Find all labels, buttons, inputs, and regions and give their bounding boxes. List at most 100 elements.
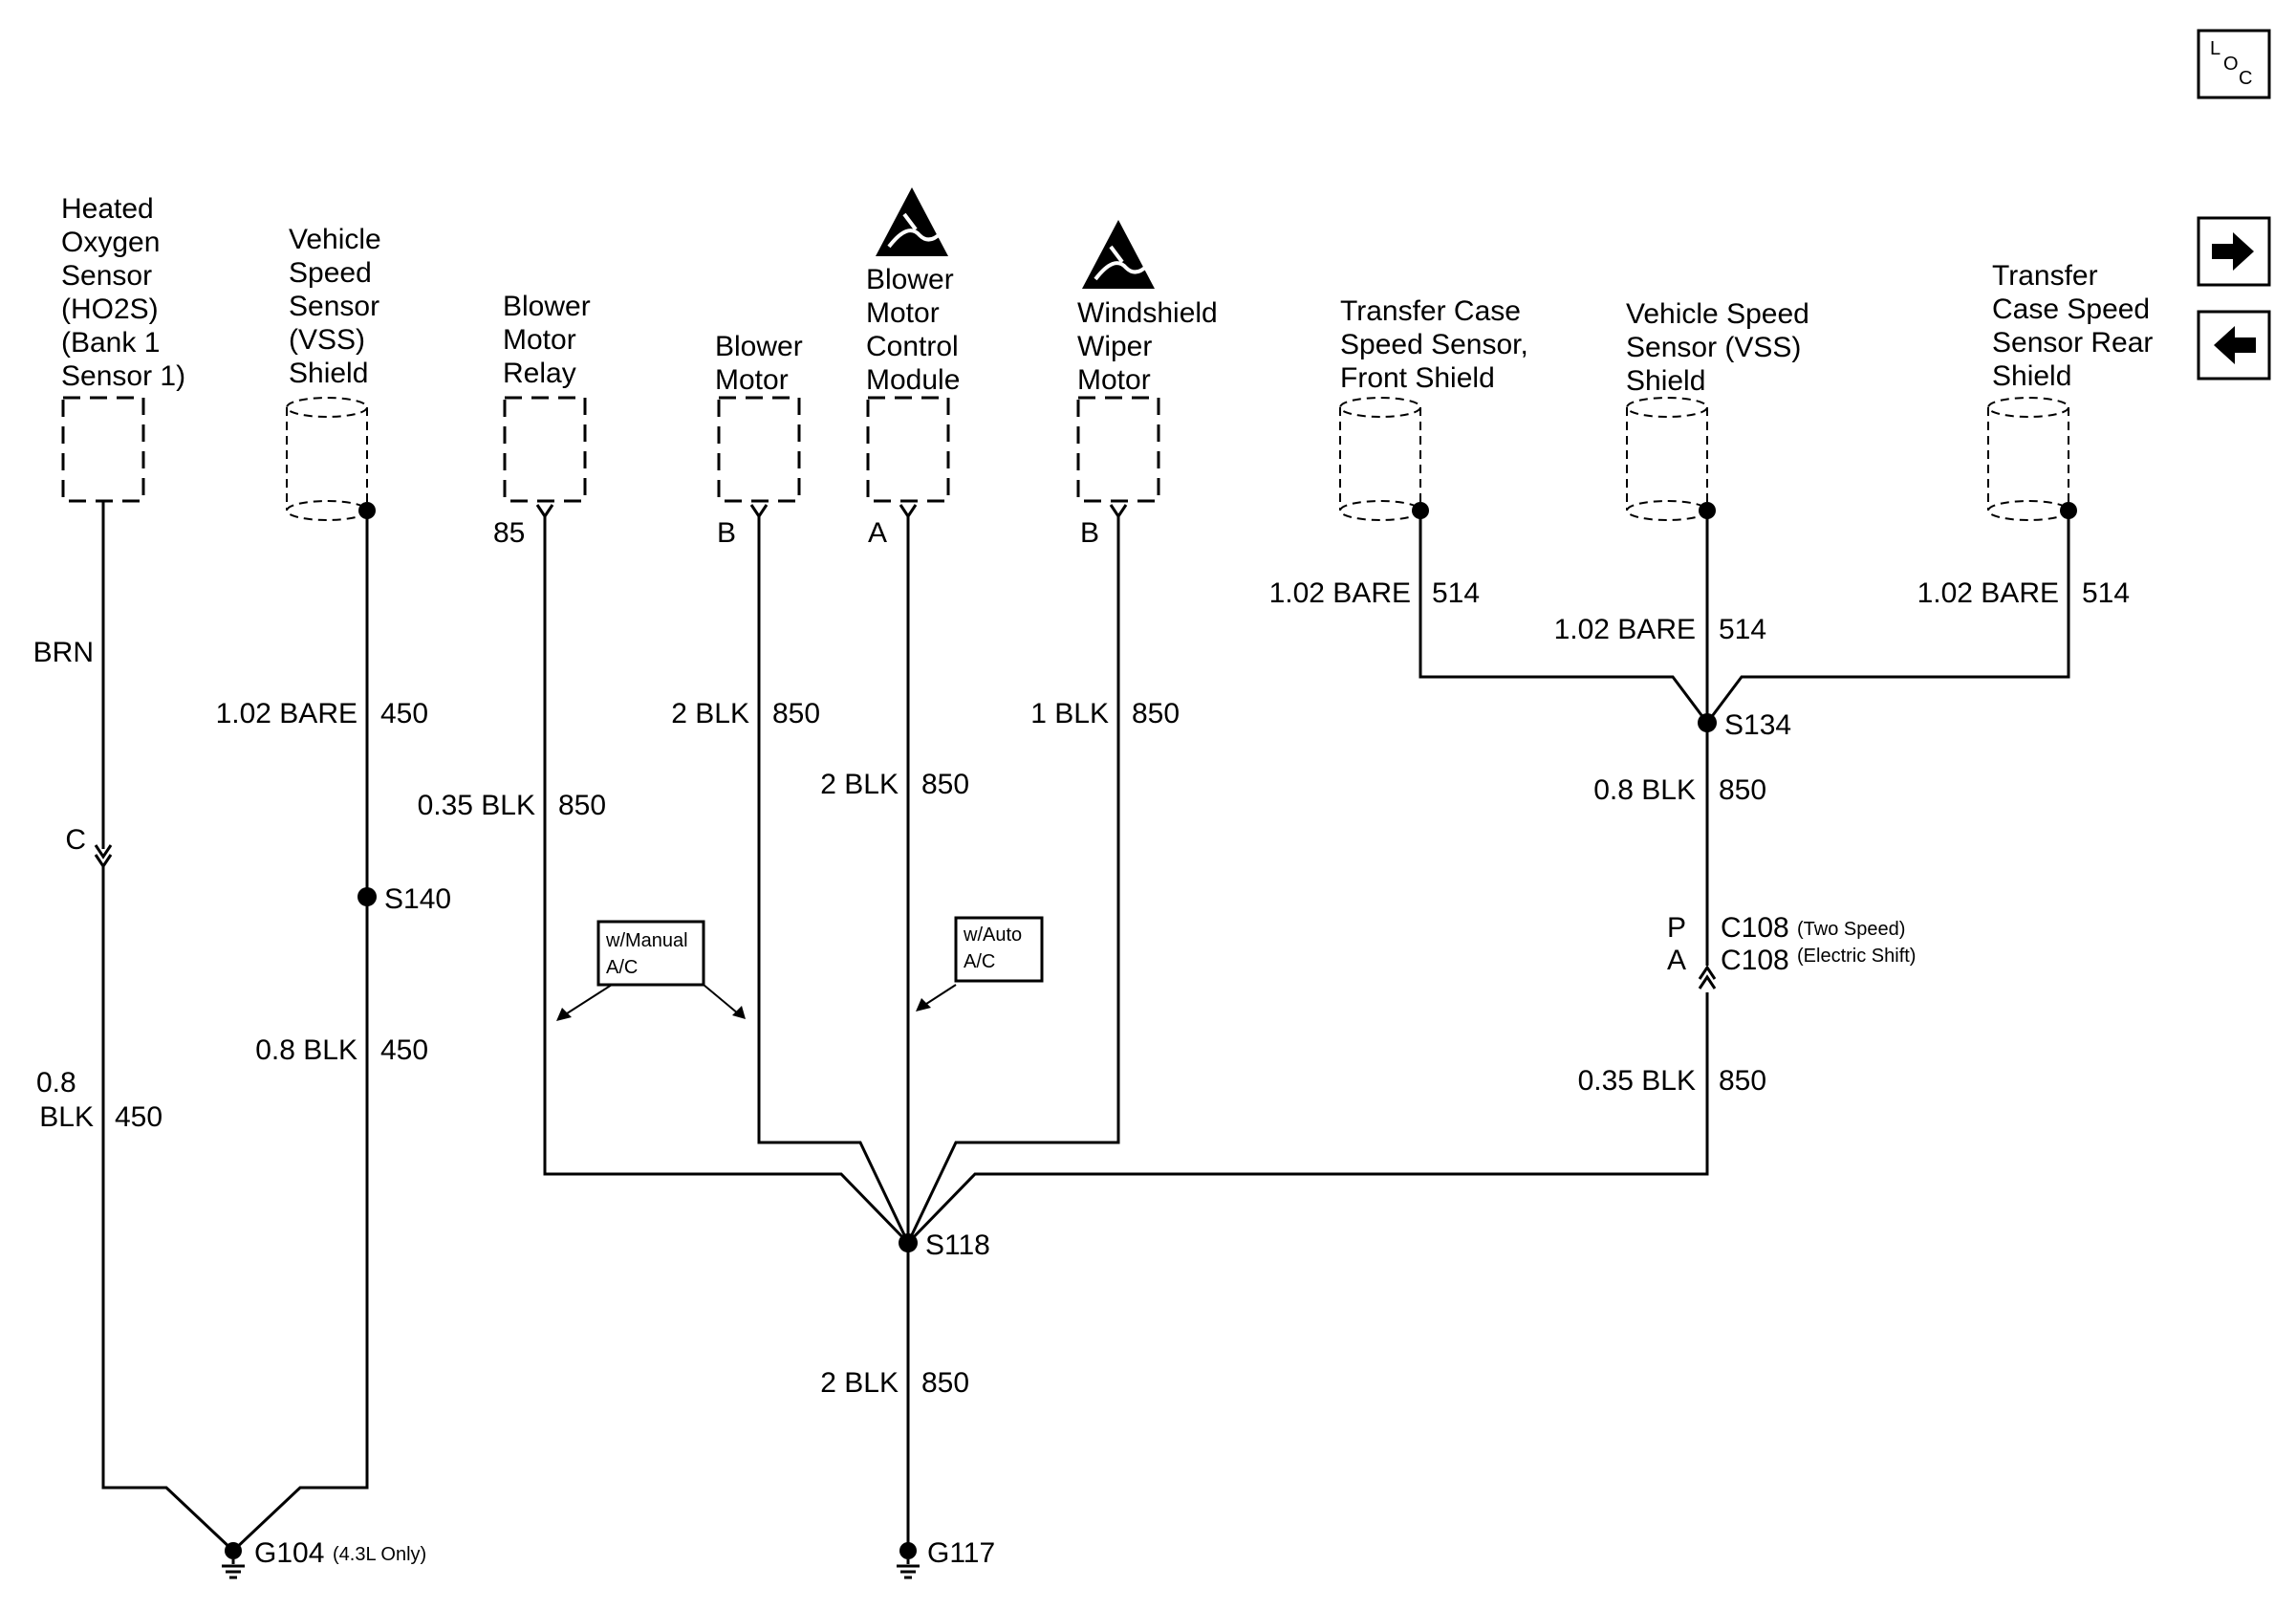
wire-gauge-label: 0.35 BLK [418,790,535,821]
splice-s118-label: S118 [925,1229,990,1261]
splice-s118-dot [899,1233,918,1252]
circuit-number-label: 850 [772,698,820,729]
circuit-number-label: 850 [1719,774,1766,806]
circuit-number-label: 850 [921,1367,969,1399]
blower-motor-component [717,396,801,503]
svg-text:Front Shield: Front Shield [1340,362,1495,394]
splice-s140-label: S140 [384,883,451,915]
wire-tc-rear [1705,511,2070,724]
previous-page-button[interactable] [2197,310,2271,381]
wire-gauge-label: 2 BLK [820,769,899,800]
pin-b-wiper-label: B [1080,517,1099,549]
wiper-motor-label: Windshield Wiper Motor [1077,297,1218,396]
svg-text:Shield: Shield [1992,360,2071,392]
svg-text:Motor: Motor [1077,364,1151,396]
svg-text:Vehicle: Vehicle [289,224,381,255]
wire-gauge-label: 0.8 BLK [255,1034,357,1066]
loc-letter-o: O [2223,54,2239,75]
blower-relay-label: Blower Motor Relay [503,291,591,389]
connector-c108-note: (Electric Shift) [1797,946,1916,967]
next-page-button[interactable] [2197,216,2271,287]
splice-s134-label: S134 [1724,709,1791,741]
wire-gauge-label: 1.02 BARE [216,698,357,729]
wire-vss-left [231,511,369,1553]
svg-text:Sensor: Sensor [61,260,152,292]
wire-c108-to-s118 [906,992,1709,1245]
svg-text:Relay: Relay [503,358,576,389]
svg-text:Heated: Heated [61,193,154,225]
connector-pin-label: A [1667,945,1686,976]
svg-text:Speed Sensor,: Speed Sensor, [1340,329,1528,360]
svg-text:Speed: Speed [289,257,372,289]
splice-s140-dot [357,887,377,906]
manual-ac-callout: w/Manual A/C [556,920,746,1021]
loc-letter-l: L [2210,38,2220,59]
vss-shield-left [286,397,368,521]
svg-text:Sensor Rear: Sensor Rear [1992,327,2153,359]
svg-text:Shield: Shield [289,358,368,389]
ground-g104-label: G104 [254,1537,324,1569]
wire-gauge-label: 1.02 BARE [1917,577,2059,609]
svg-text:Blower: Blower [866,264,954,295]
shield-drain-dot [358,502,376,519]
svg-text:A/C: A/C [964,951,995,972]
wiper-motor-component [1076,396,1160,503]
tc-rear-shield [1987,397,2069,521]
svg-text:(HO2S): (HO2S) [61,294,159,325]
blower-module-label: Blower Motor Control Module [866,264,960,396]
circuit-number-label: 850 [921,769,969,800]
wire-ho2s [94,501,235,1553]
pin-85-label: 85 [493,517,525,549]
esd-warning-icon [1082,220,1155,289]
svg-text:Motor: Motor [503,324,576,356]
svg-text:Sensor: Sensor [289,291,379,322]
wire-gauge-label: 1 BLK [1030,698,1109,729]
tc-front-shield-label: Transfer Case Speed Sensor, Front Shield [1340,295,1528,394]
ho2s-component [61,396,145,503]
circuit-number-label: 450 [115,1101,162,1133]
circuit-number-label: 850 [1719,1065,1766,1097]
svg-text:Motor: Motor [715,364,789,396]
ground-g117-icon [897,1542,920,1579]
ground-g117-label: G117 [927,1537,995,1569]
location-button[interactable]: L O C [2197,29,2271,99]
svg-text:A/C: A/C [606,957,638,978]
svg-text:Blower: Blower [715,331,803,362]
wire-tc-front [1419,511,1709,724]
svg-text:Shield: Shield [1626,365,1705,397]
wire-color-label: BRN [33,637,94,668]
wire-s134-to-c108 [1698,723,1717,990]
wire-gauge-label: 2 BLK [671,698,749,729]
ho2s-label: Heated Oxygen Sensor (HO2S) (Bank 1 Sens… [61,193,185,392]
wire-gauge-label: 2 BLK [820,1367,899,1399]
svg-text:Transfer: Transfer [1992,260,2098,292]
blower-relay-component [503,396,587,503]
svg-text:Oxygen: Oxygen [61,227,160,258]
svg-text:Case Speed: Case Speed [1992,294,2150,325]
svg-text:Module: Module [866,364,960,396]
vss-shield-right-label: Vehicle Speed Sensor (VSS) Shield [1626,298,1809,397]
arrow-left-icon [2214,326,2256,364]
wire-color-label: BLK [39,1101,94,1133]
connector-c108-label: C108 [1721,945,1789,976]
circuit-number-label: 514 [1432,577,1480,609]
vss-shield-right [1626,397,1708,521]
auto-ac-callout: w/Auto A/C [916,916,1044,1012]
tc-front-shield [1339,397,1421,521]
svg-text:(Bank 1: (Bank 1 [61,327,160,359]
splice-s134-dot [1698,713,1717,732]
tc-rear-shield-label: Transfer Case Speed Sensor Rear Shield [1992,260,2153,392]
wire-blower-motor [757,516,910,1244]
svg-text:Control: Control [866,331,959,362]
blower-module-component [866,396,950,503]
circuit-number-label: 850 [558,790,606,821]
vss-shield-left-label: Vehicle Speed Sensor (VSS) Shield [289,224,381,389]
svg-text:Sensor 1): Sensor 1) [61,360,185,392]
circuit-number-label: 850 [1132,698,1180,729]
wire-relay [543,516,910,1245]
shield-drain-dot [1412,502,1429,519]
wire-gauge-label: 1.02 BARE [1554,614,1696,645]
svg-text:Vehicle Speed: Vehicle Speed [1626,298,1809,330]
circuit-number-label: 514 [1719,614,1766,645]
shield-drain-dot [2060,502,2077,519]
